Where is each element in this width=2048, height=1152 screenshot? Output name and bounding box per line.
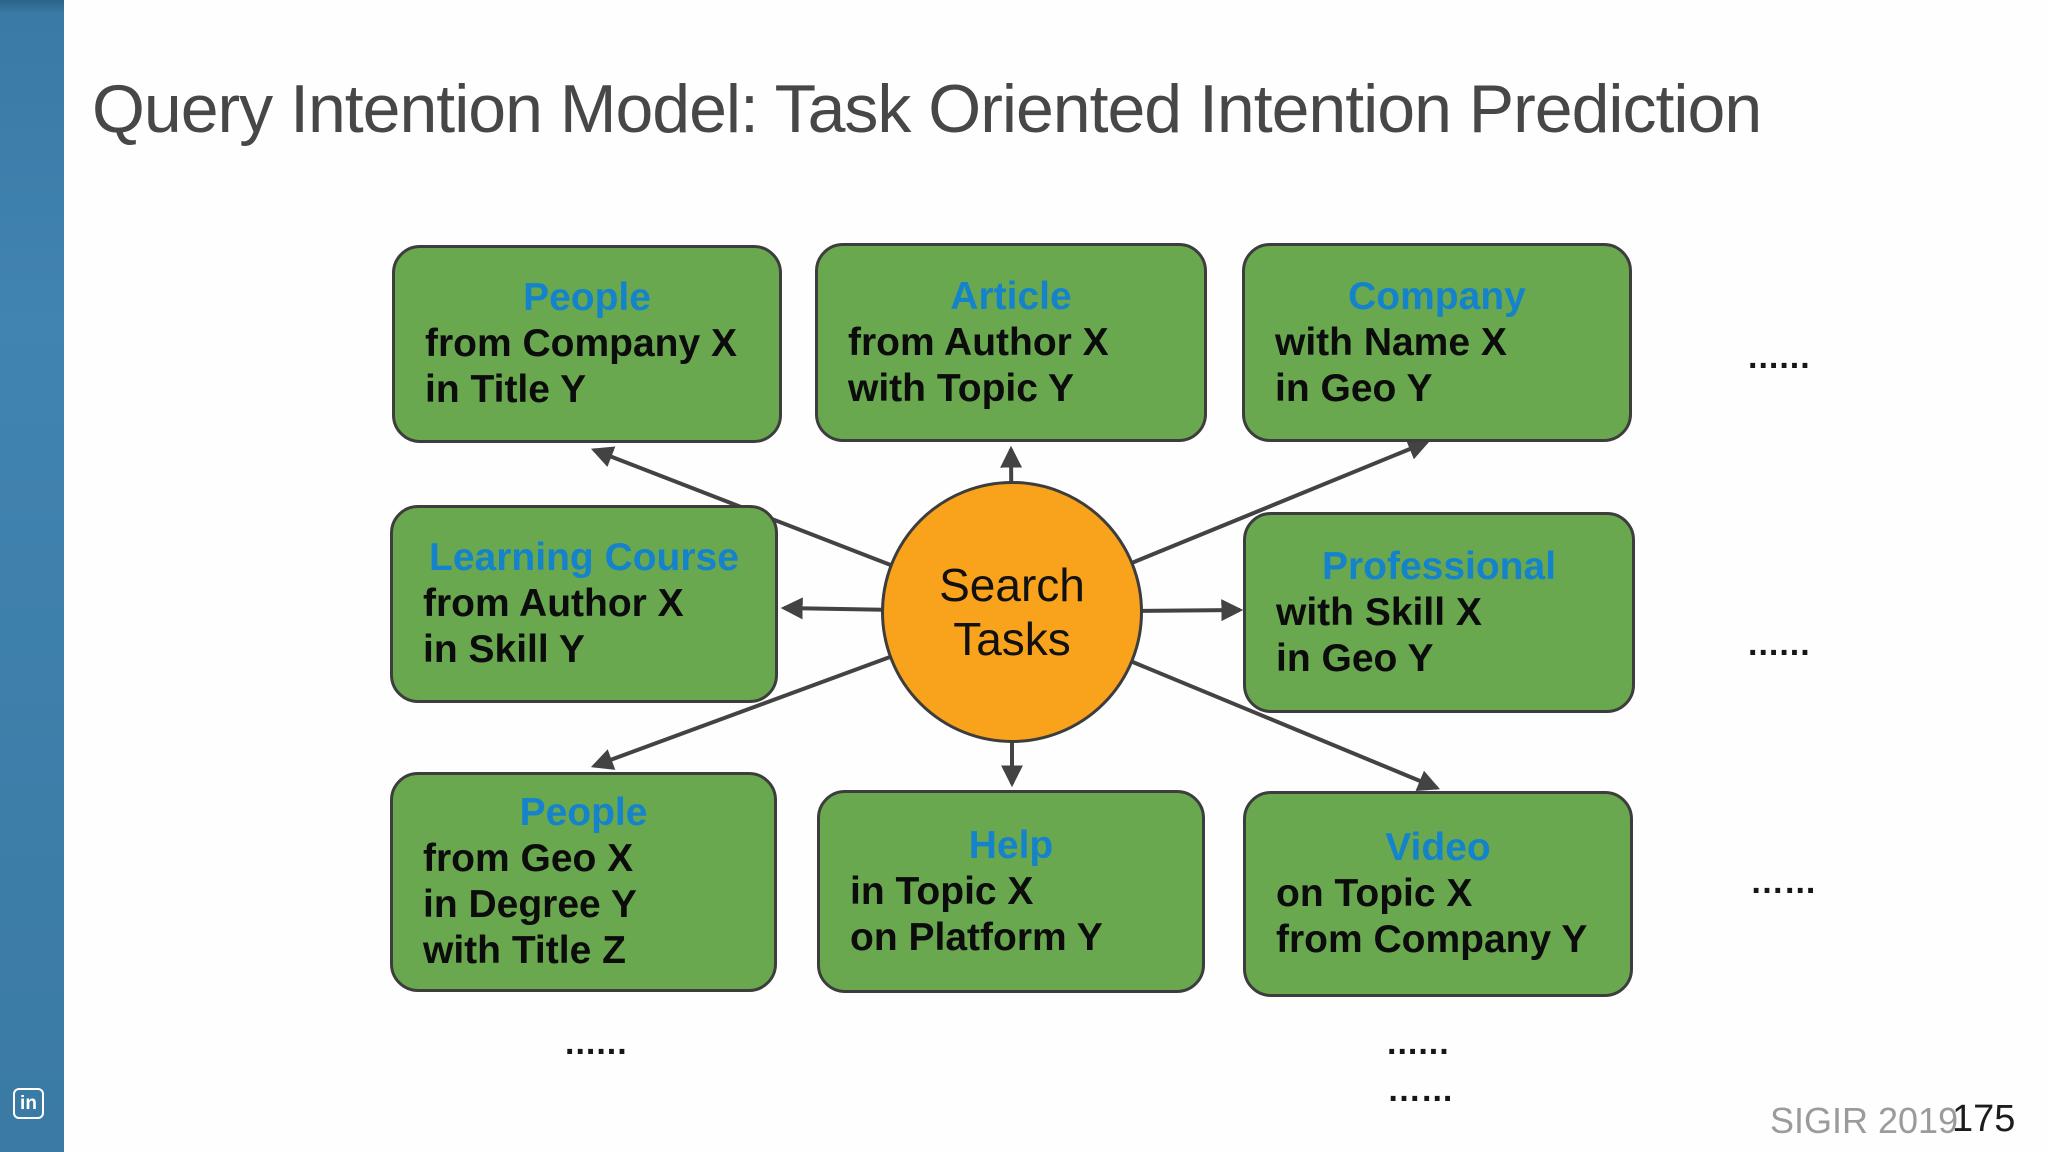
ellipsis-bottom-left: ...... [565, 1024, 628, 1062]
node-title: People [523, 276, 651, 319]
node-people-bottom: People from Geo X in Degree Y with Title… [390, 772, 777, 992]
node-professional: Professional with Skill X in Geo Y [1243, 512, 1635, 713]
node-title: Article [950, 274, 1072, 318]
footer-page-number: 175 [1952, 1098, 2016, 1140]
linkedin-logo-icon: in [13, 1088, 44, 1119]
node-people-top: People from Company X in Title Y [392, 245, 782, 443]
node-title: Video [1385, 826, 1491, 869]
node-line: on Topic X [1276, 872, 1473, 915]
node-line: from Company Y [1276, 918, 1588, 961]
center-node-search-tasks: Search Tasks [881, 481, 1143, 743]
node-help: Help in Topic X on Platform Y [817, 790, 1205, 993]
node-line: in Geo Y [1276, 636, 1434, 680]
node-title: Professional [1321, 544, 1557, 588]
footer-conference: SIGIR 2019 [1770, 1100, 1959, 1141]
node-title: Learning Course [429, 536, 739, 579]
node-title: Company [1348, 274, 1526, 318]
node-title: Help [968, 823, 1054, 867]
node-article: Article from Author X with Topic Y [815, 243, 1207, 442]
ellipsis-right-middle: ...... [1748, 625, 1811, 663]
ellipsis-right-top: ...... [1748, 338, 1811, 376]
node-line: in Geo Y [1275, 366, 1433, 410]
node-line: on Platform Y [850, 915, 1103, 959]
node-line: from Author X [423, 582, 684, 625]
node-title: People [519, 791, 648, 834]
node-line: in Title Y [425, 368, 587, 411]
node-line: in Degree Y [423, 883, 637, 926]
node-line: from Geo X [423, 837, 634, 880]
ellipsis-right-bottom: …... [1750, 863, 1817, 901]
node-line: from Company X [425, 322, 738, 365]
node-line: with Name X [1275, 320, 1507, 364]
node-line: with Topic Y [848, 366, 1075, 410]
page-title: Query Intention Model: Task Oriented Int… [92, 71, 1762, 147]
ellipsis-bottom-center-2: …... [1387, 1071, 1454, 1109]
node-line: in Skill Y [423, 628, 585, 671]
node-line: in Topic X [850, 869, 1034, 913]
sidebar-strip: in [0, 0, 64, 1152]
center-node-label-line1: Search [939, 559, 1085, 611]
node-line: with Title Z [423, 929, 626, 972]
center-node-label-line2: Tasks [953, 613, 1071, 665]
node-learning-course: Learning Course from Author X in Skill Y [390, 505, 778, 703]
node-line: with Skill X [1276, 590, 1482, 634]
ellipsis-bottom-center-1: ...... [1387, 1024, 1450, 1062]
node-company: Company with Name X in Geo Y [1242, 243, 1632, 442]
node-video: Video on Topic X from Company Y [1243, 791, 1633, 997]
node-line: from Author X [848, 320, 1109, 364]
